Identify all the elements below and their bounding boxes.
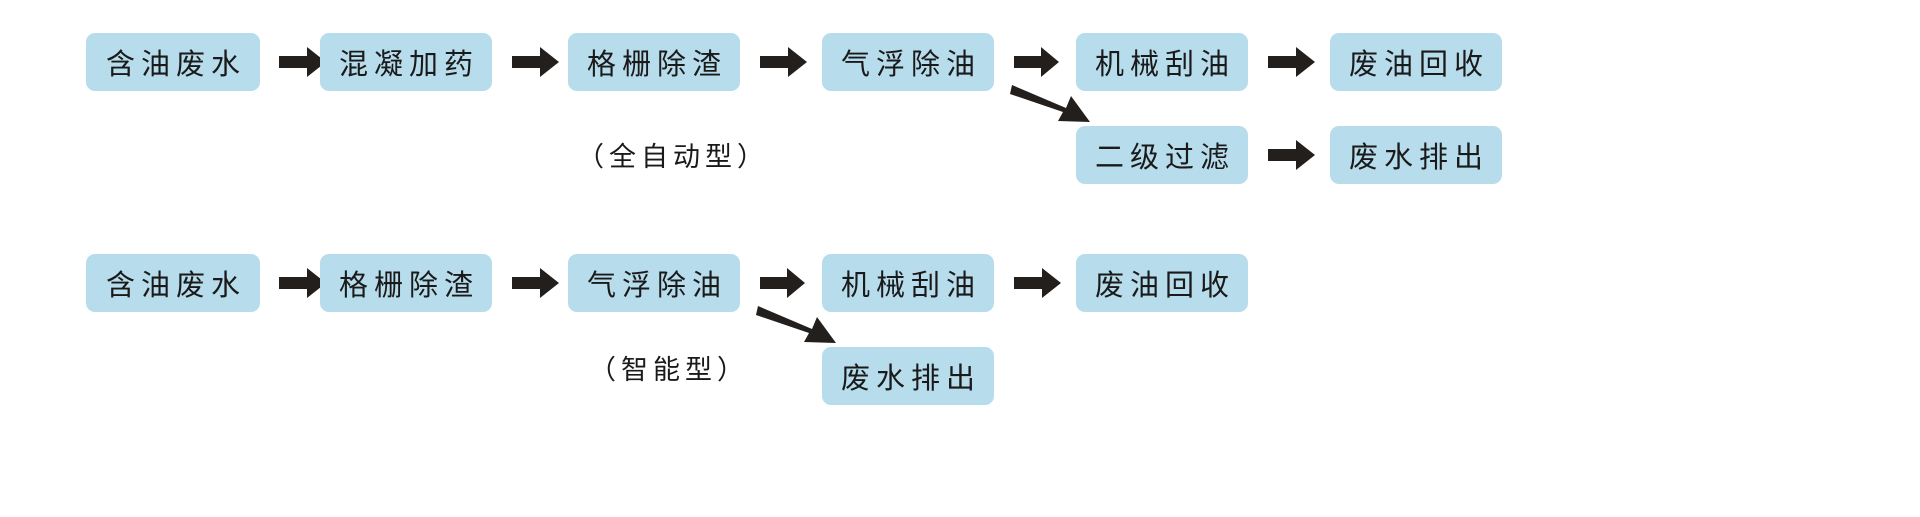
node-f1-n1[interactable]: 含油废水 (86, 33, 260, 91)
arrow-right-icon (279, 45, 327, 79)
node-f1-n5[interactable]: 机械刮油 (1076, 33, 1248, 91)
node-f1-n6[interactable]: 废油回收 (1330, 33, 1502, 91)
node-f2-b1[interactable]: 废水排出 (822, 347, 994, 405)
node-f2-n5[interactable]: 废油回收 (1076, 254, 1248, 312)
node-f1-b2[interactable]: 废水排出 (1330, 126, 1502, 184)
arrow-right-icon (512, 45, 560, 79)
arrow-diagonal-down-right-icon (756, 303, 838, 345)
arrow-right-icon (279, 266, 327, 300)
arrow-right-icon (512, 266, 560, 300)
node-f2-n2[interactable]: 格栅除渣 (320, 254, 492, 312)
node-f1-n4[interactable]: 气浮除油 (822, 33, 994, 91)
arrow-right-icon (1268, 138, 1316, 172)
node-f2-n1[interactable]: 含油废水 (86, 254, 260, 312)
arrow-right-icon (1268, 45, 1316, 79)
node-f2-n4[interactable]: 机械刮油 (822, 254, 994, 312)
arrow-right-icon (1014, 45, 1060, 79)
node-f1-n3[interactable]: 格栅除渣 (568, 33, 740, 91)
arrow-diagonal-down-right-icon (1010, 82, 1092, 124)
node-f1-b1[interactable]: 二级过滤 (1076, 126, 1248, 184)
arrow-right-icon (760, 266, 806, 300)
arrow-right-icon (1014, 266, 1062, 300)
caption-intelligent: （智能型） (589, 355, 749, 385)
node-f2-n3[interactable]: 气浮除油 (568, 254, 740, 312)
caption-fully-automatic: （全自动型） (577, 142, 769, 172)
arrow-right-icon (760, 45, 808, 79)
node-f1-n2[interactable]: 混凝加药 (320, 33, 492, 91)
